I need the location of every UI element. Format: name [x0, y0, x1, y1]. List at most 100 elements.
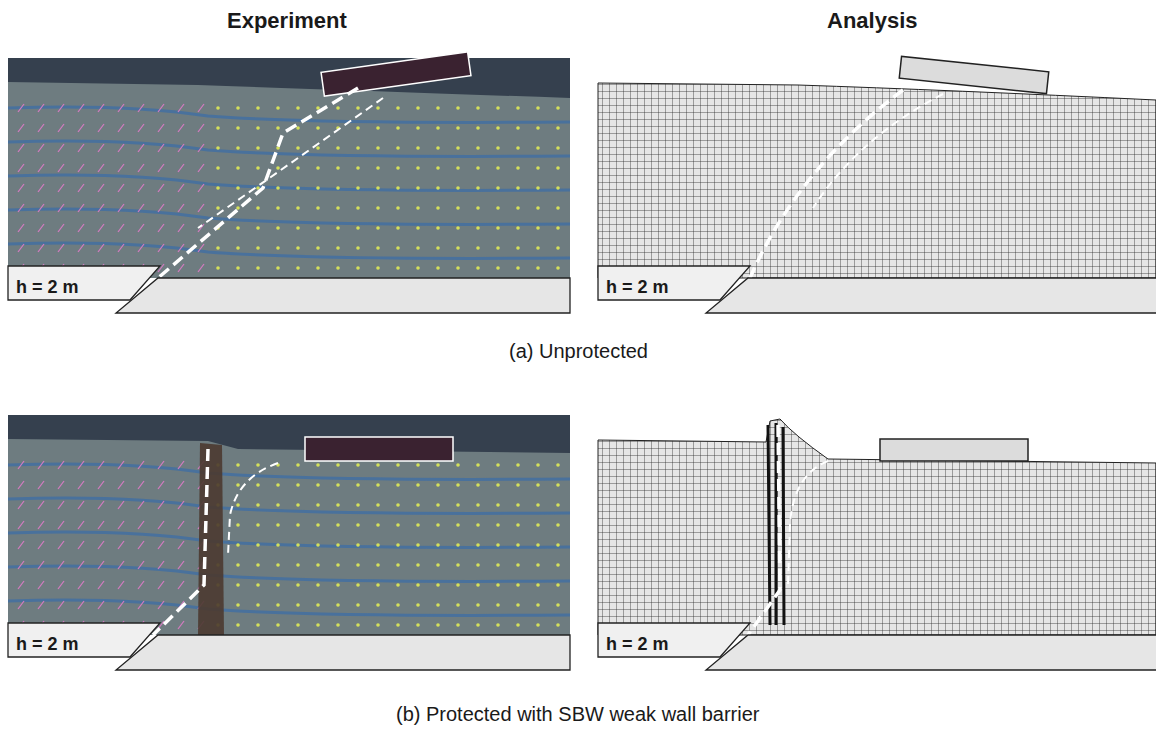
figure-part [236, 206, 240, 210]
figure-part [336, 266, 340, 270]
figure-part [236, 503, 240, 507]
figure-part [456, 106, 460, 110]
figure-part [556, 126, 560, 130]
figure-part [216, 186, 220, 190]
figure-part [38, 541, 44, 549]
experiment-photo [8, 415, 570, 635]
figure-part [536, 543, 540, 547]
figure-part [138, 184, 144, 192]
figure-part [476, 583, 480, 587]
figure-part [496, 623, 500, 627]
figure-part [158, 184, 164, 192]
figure-part [516, 463, 520, 467]
figure-part [316, 483, 320, 487]
figure-part [336, 186, 340, 190]
figure-part [436, 503, 440, 507]
figure-part [436, 206, 440, 210]
figure-part [376, 146, 380, 150]
figure-part [536, 246, 540, 250]
figure-part [376, 246, 380, 250]
figure-part [516, 583, 520, 587]
figure-part [18, 601, 24, 609]
figure-part [356, 463, 360, 467]
figure-part [316, 623, 320, 627]
figure-part [296, 523, 300, 527]
figure-part [556, 186, 560, 190]
figure-part [396, 186, 400, 190]
figure-part [356, 186, 360, 190]
figure-part [118, 104, 124, 112]
figure-part [496, 206, 500, 210]
figure-part [316, 503, 320, 507]
building [305, 437, 453, 461]
figure-part [178, 244, 184, 252]
figure-part [276, 603, 280, 607]
figure-part [536, 226, 540, 230]
figure-part [98, 244, 104, 252]
figure-part [496, 583, 500, 587]
figure-part [236, 266, 240, 270]
column-heading: Experiment [227, 8, 347, 33]
figure-part [38, 521, 44, 529]
figure-part [476, 146, 480, 150]
figure-part [78, 104, 84, 112]
rupture-path [153, 449, 208, 635]
figure-part [38, 144, 44, 152]
figure-part [158, 501, 164, 509]
figure-part [356, 563, 360, 567]
figure-part [516, 166, 520, 170]
figure-part [256, 206, 260, 210]
figure-part [198, 204, 204, 212]
figure-part [516, 623, 520, 627]
figure-part [316, 603, 320, 607]
figure-part [336, 146, 340, 150]
figure-part [138, 164, 144, 172]
figure-part [416, 463, 420, 467]
figure-part [316, 146, 320, 150]
figure-part [78, 164, 84, 172]
figure-part [436, 266, 440, 270]
panel-caption: (b) Protected with SBW weak wall barrier [396, 703, 759, 726]
figure-part [78, 581, 84, 589]
analysis-mesh [598, 56, 1156, 278]
figure-part [58, 164, 64, 172]
figure-part [178, 541, 184, 549]
figure-part [496, 186, 500, 190]
figure-part [516, 266, 520, 270]
figure-part [58, 224, 64, 232]
offset-label: h = 2 m [606, 634, 669, 655]
figure-part [38, 224, 44, 232]
figure-part [98, 144, 104, 152]
figure-part [396, 623, 400, 627]
figure-part [536, 126, 540, 130]
figure-part [516, 126, 520, 130]
rupture-path [228, 463, 278, 555]
figure-part [316, 226, 320, 230]
figure-part [236, 146, 240, 150]
figure-part [316, 463, 320, 467]
figure-part [118, 601, 124, 609]
figure-part [158, 164, 164, 172]
figure-part [198, 244, 204, 252]
figure-part [38, 204, 44, 212]
figure-part [356, 146, 360, 150]
figure-part [118, 561, 124, 569]
figure-part [516, 563, 520, 567]
figure-part [8, 600, 570, 615]
figure-part [178, 501, 184, 509]
figure-part [376, 563, 380, 567]
figure-part [58, 204, 64, 212]
figure-part [476, 226, 480, 230]
figure-part [476, 623, 480, 627]
figure-part [536, 266, 540, 270]
figure-part [356, 266, 360, 270]
figure-part [336, 483, 340, 487]
figure-part [18, 204, 24, 212]
figure-part [38, 481, 44, 489]
figure-part [8, 82, 570, 278]
figure-part [416, 563, 420, 567]
figure-part [138, 581, 144, 589]
figure-part [216, 106, 220, 110]
figure-part [78, 461, 84, 469]
figure-part [456, 603, 460, 607]
